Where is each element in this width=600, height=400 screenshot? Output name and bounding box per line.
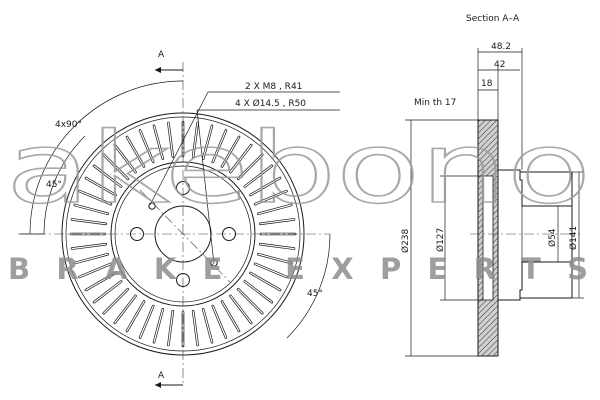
dim-outer-diameter: Ø238: [400, 228, 411, 253]
angle-arc-4x90: [29, 80, 184, 235]
vent-slot: [153, 308, 164, 343]
vent-slot: [212, 129, 227, 163]
vent-slot: [85, 272, 117, 291]
vent-slot: [254, 190, 288, 205]
vent-slot: [71, 243, 107, 250]
vent-slot: [192, 122, 199, 158]
vent-slot: [167, 122, 174, 158]
dim-hat-diameter: Ø127: [435, 228, 446, 252]
dim-bore-diameter: Ø54: [547, 228, 558, 247]
vent-slot: [114, 144, 137, 173]
dim-flange-diameter: Ø141: [568, 226, 579, 250]
watermark-tagline: BRAKE EXPERTS: [8, 252, 588, 286]
vent-slot: [114, 295, 137, 324]
front-view: [18, 62, 330, 385]
vent-slot: [229, 144, 252, 173]
vent-slot: [78, 263, 112, 278]
section-marker-label: A: [158, 371, 165, 381]
callout-threaded-holes: 2 X M8 , R41: [245, 82, 302, 92]
diagonal-center-line: [139, 189, 231, 283]
vent-slot: [74, 204, 109, 215]
vent-slot: [103, 288, 129, 314]
akebono-watermark: akebono BRAKE EXPERTS: [5, 111, 592, 286]
section-marker-bottom: A: [155, 371, 183, 388]
diameter-dimensions: Ø238 Ø127 Ø54 Ø141: [400, 119, 584, 357]
vent-slot: [167, 310, 174, 346]
dim-disc-thickness: 18: [481, 79, 493, 89]
vent-slot: [221, 136, 240, 168]
vent-slot: [254, 263, 288, 278]
width-dimensions: 48.2 42 18: [477, 42, 523, 170]
vent-slot: [202, 308, 213, 343]
vent-slot: [139, 129, 154, 163]
callout-bolt-holes: 4 X Ø14.5 , R50: [235, 98, 306, 109]
watermark-brand: akebono: [6, 112, 591, 226]
vent-slot: [93, 280, 122, 303]
vent-slot: [126, 300, 145, 332]
vent-slot: [257, 253, 292, 264]
vent-slot: [257, 204, 292, 215]
vent-slot: [71, 218, 107, 225]
vent-slot: [192, 310, 199, 346]
vent-slot: [237, 288, 263, 314]
dim-hat-depth: 42: [494, 60, 505, 70]
vent-slot: [244, 165, 273, 188]
vent-slot: [78, 190, 112, 205]
angle-label-45-left: 45°: [46, 180, 62, 190]
vent-slot: [259, 218, 295, 225]
vent-slot: [103, 154, 129, 180]
vent-slot: [202, 125, 213, 160]
vent-slot: [212, 305, 227, 339]
vent-slot: [237, 154, 263, 180]
vent-slot: [85, 177, 117, 196]
vent-slot: [259, 243, 295, 250]
cooling-vent-slots: [69, 120, 297, 348]
vent-slot: [139, 305, 154, 339]
min-thickness-label: Min th 17: [414, 98, 456, 108]
vent-slot: [221, 300, 240, 332]
section-marker-top: A: [155, 50, 183, 73]
vent-slot: [249, 272, 281, 291]
dim-total-width: 48.2: [491, 42, 511, 52]
vent-slot: [93, 165, 122, 188]
angle-arc-45-right: [286, 233, 331, 339]
angle-label-4x90: 4x90°: [55, 120, 82, 130]
vent-slot: [249, 177, 281, 196]
vent-slot: [229, 295, 252, 324]
vent-slot: [244, 280, 273, 303]
vent-slot: [153, 125, 164, 160]
section-profile: [470, 119, 580, 357]
section-marker-label: A: [158, 50, 165, 60]
angle-arc-45-left: [43, 135, 86, 235]
hole-callouts: 2 X M8 , R41 4 X Ø14.5 , R50: [149, 82, 340, 265]
angle-label-45-right: 45°: [307, 289, 323, 299]
vent-slot: [74, 253, 109, 264]
vent-slot: [126, 136, 145, 168]
section-title: Section A–A: [466, 14, 520, 24]
